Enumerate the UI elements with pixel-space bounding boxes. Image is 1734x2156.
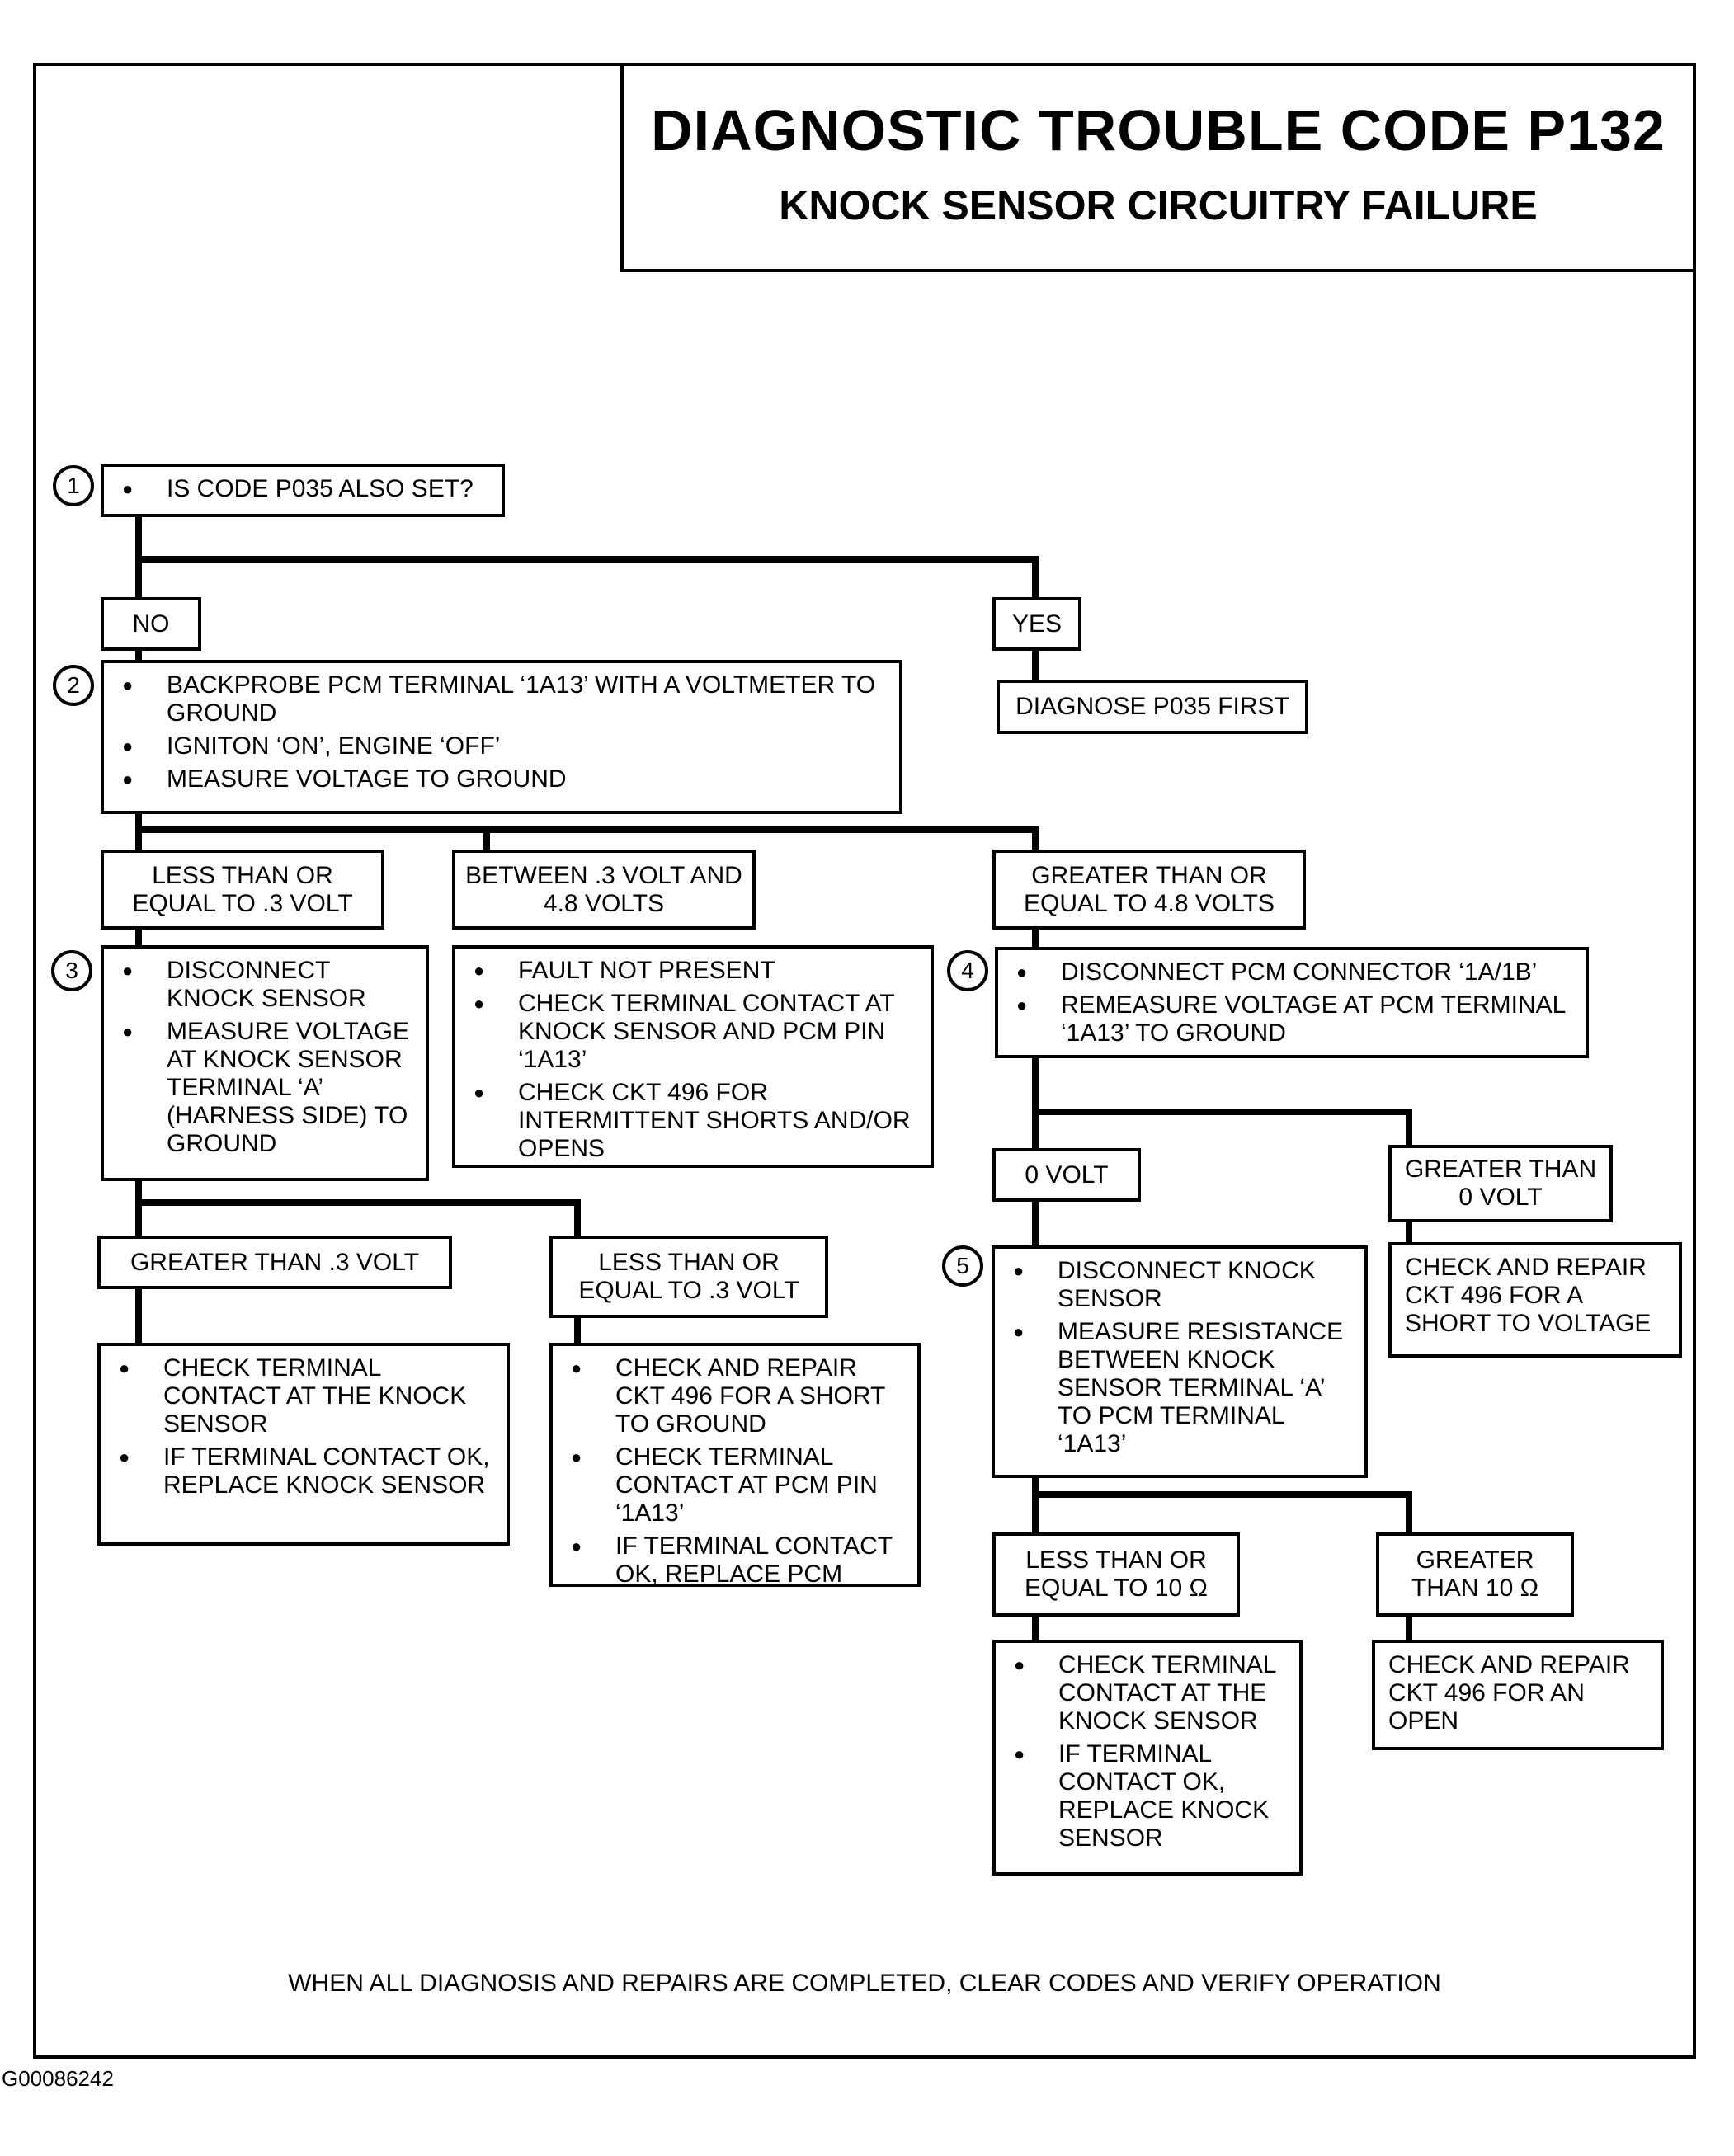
step-5-box: DISCONNECT KNOCK SENSOR MEASURE RESISTAN… (992, 1245, 1368, 1478)
result-item: FAULT NOT PRESENT (469, 957, 919, 985)
check-knock-contact-box: CHECK TERMINAL CONTACT AT THE KNOCK SENS… (97, 1343, 510, 1546)
step-number-1: 1 (53, 465, 94, 506)
greater-0-volt-label: GREATER THAN 0 VOLT (1388, 1145, 1613, 1222)
step-3-item: MEASURE VOLTAGE AT KNOCK SENSOR TERMINAL… (117, 1018, 414, 1158)
zero-volt-label: 0 VOLT (992, 1148, 1141, 1202)
figure-id: G00086242 (2, 2066, 114, 2091)
step-5-item: DISCONNECT KNOCK SENSOR (1008, 1257, 1353, 1313)
result-item: IF TERMINAL CONTACT OK, REPLACE PCM (566, 1532, 906, 1589)
result-item: CHECK TERMINAL CONTACT AT PCM PIN ‘1A13’ (566, 1443, 906, 1528)
result-item: CHECK TERMINAL CONTACT AT THE KNOCK SENS… (1009, 1651, 1288, 1735)
result-item: CHECK CKT 496 FOR INTERMITTENT SHORTS AN… (469, 1079, 919, 1163)
check-short-ground-box: CHECK AND REPAIR CKT 496 FOR A SHORT TO … (549, 1343, 921, 1589)
branch-yes-label: YES (992, 597, 1081, 651)
less-equal-10-ohm-label: LESS THAN OR EQUAL TO 10 Ω (992, 1532, 1240, 1617)
step-4-item: REMEASURE VOLTAGE AT PCM TERMINAL ‘1A13’… (1011, 991, 1574, 1047)
diagnose-p035-box: DIAGNOSE P035 FIRST (997, 680, 1308, 734)
result-item: CHECK AND REPAIR CKT 496 FOR A SHORT TO … (566, 1354, 906, 1438)
step-2-item: MEASURE VOLTAGE TO GROUND (117, 765, 888, 793)
step-5-item: MEASURE RESISTANCE BETWEEN KNOCK SENSOR … (1008, 1318, 1353, 1458)
step-3-item: DISCONNECT KNOCK SENSOR (117, 957, 414, 1013)
step-number-3: 3 (51, 950, 92, 991)
step-2-item: BACKPROBE PCM TERMINAL ‘1A13’ WITH A VOL… (117, 671, 888, 727)
less-equal-03-volt-label-2: LESS THAN OR EQUAL TO .3 VOLT (549, 1236, 828, 1318)
step-4-box: DISCONNECT PCM CONNECTOR ‘1A/1B’ REMEASU… (995, 947, 1589, 1058)
result-item: CHECK TERMINAL CONTACT AT THE KNOCK SENS… (114, 1354, 495, 1438)
diagram-subtitle: KNOCK SENSOR CIRCUITRY FAILURE (779, 182, 1538, 228)
check-short-voltage-box: CHECK AND REPAIR CKT 496 FOR A SHORT TO … (1388, 1242, 1682, 1358)
title-box: DIAGNOSTIC TROUBLE CODE P132 KNOCK SENSO… (620, 63, 1696, 272)
less-equal-03-volt-label: LESS THAN OR EQUAL TO .3 VOLT (101, 850, 384, 930)
step-4-item: DISCONNECT PCM CONNECTOR ‘1A/1B’ (1011, 958, 1574, 986)
greater-equal-48-volt-label: GREATER THAN OR EQUAL TO 4.8 VOLTS (992, 850, 1306, 930)
footer-note: WHEN ALL DIAGNOSIS AND REPAIRS ARE COMPL… (288, 1970, 1441, 1997)
step-3-box: DISCONNECT KNOCK SENSOR MEASURE VOLTAGE … (101, 945, 429, 1181)
result-item: IF TERMINAL CONTACT OK, REPLACE KNOCK SE… (1009, 1740, 1288, 1852)
between-03-48-volt-label: BETWEEN .3 VOLT AND 4.8 VOLTS (452, 850, 756, 930)
result-item: IF TERMINAL CONTACT OK, REPLACE KNOCK SE… (114, 1443, 495, 1499)
greater-10-ohm-label: GREATER THAN 10 Ω (1376, 1532, 1574, 1617)
step-number-2: 2 (53, 665, 94, 706)
step-number-5: 5 (942, 1245, 983, 1287)
step-1-box: IS CODE P035 ALSO SET? (101, 464, 505, 517)
check-open-box: CHECK AND REPAIR CKT 496 FOR AN OPEN (1372, 1640, 1664, 1750)
step-number-4: 4 (947, 950, 988, 991)
fault-not-present-box: FAULT NOT PRESENT CHECK TERMINAL CONTACT… (452, 945, 934, 1168)
check-knock-contact-box-2: CHECK TERMINAL CONTACT AT THE KNOCK SENS… (992, 1640, 1303, 1876)
step-2-item: IGNITON ‘ON’, ENGINE ‘OFF’ (117, 732, 888, 760)
step-2-box: BACKPROBE PCM TERMINAL ‘1A13’ WITH A VOL… (101, 660, 902, 814)
diagram-title: DIAGNOSTIC TROUBLE CODE P132 (651, 98, 1666, 162)
step-1-item: IS CODE P035 ALSO SET? (117, 475, 490, 503)
result-item: CHECK TERMINAL CONTACT AT KNOCK SENSOR A… (469, 990, 919, 1074)
greater-03-volt-label: GREATER THAN .3 VOLT (97, 1236, 452, 1289)
branch-no-label: NO (101, 597, 201, 651)
